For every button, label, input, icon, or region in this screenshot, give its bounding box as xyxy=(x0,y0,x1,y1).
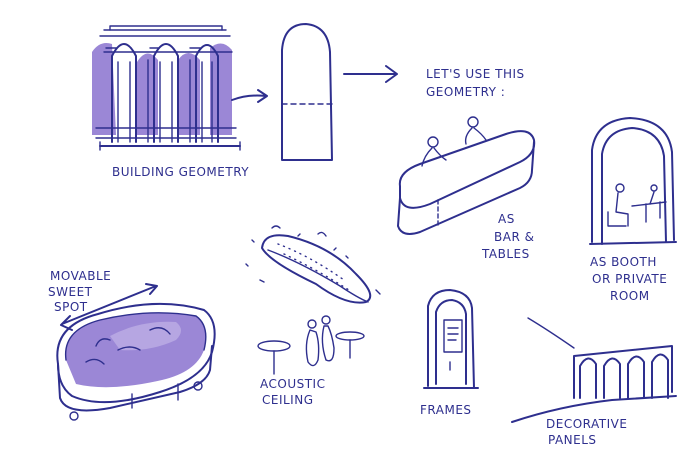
arch-geometry-sketch xyxy=(281,23,398,161)
movable-label-line2: SWEET xyxy=(48,285,93,299)
acoustic-ceiling-sketch: ACOUSTIC CEILING xyxy=(245,225,381,407)
movable-label-line3: SPOT xyxy=(54,300,88,314)
booth-label-line3: ROOM xyxy=(610,289,650,303)
booth-label-line1: AS BOOTH xyxy=(590,255,657,269)
booth-sketch: AS BOOTH OR PRIVATE ROOM xyxy=(589,117,677,303)
decorative-label-line2: PANELS xyxy=(548,433,597,447)
frames-label: FRAMES xyxy=(420,403,472,417)
bar-label-line2: BAR & xyxy=(494,230,534,244)
movable-label-line1: MOVABLE xyxy=(50,269,111,283)
acoustic-label-line2: CEILING xyxy=(262,393,314,407)
building-geometry-label: BUILDING GEOMETRY xyxy=(112,165,249,179)
bar-label-line3: TABLES xyxy=(481,247,530,261)
lets-use-label-line2: GEOMETRY : xyxy=(426,85,505,99)
decorative-panels-sketch: DECORATIVE PANELS xyxy=(511,317,677,447)
booth-label-line2: OR PRIVATE xyxy=(592,272,667,286)
decorative-label-line1: DECORATIVE xyxy=(546,417,627,431)
movable-sweet-spot-sketch: MOVABLE SWEET SPOT xyxy=(48,269,216,421)
frames-sketch: FRAMES xyxy=(420,289,479,417)
building-geometry-sketch: BUILDING GEOMETRY xyxy=(92,25,268,179)
bar-table-sketch: AS BAR & TABLES xyxy=(397,116,536,261)
bar-label-line1: AS xyxy=(498,212,515,226)
lets-use-label-line1: LET'S USE THIS xyxy=(426,67,525,81)
acoustic-label-line1: ACOUSTIC xyxy=(260,377,325,391)
